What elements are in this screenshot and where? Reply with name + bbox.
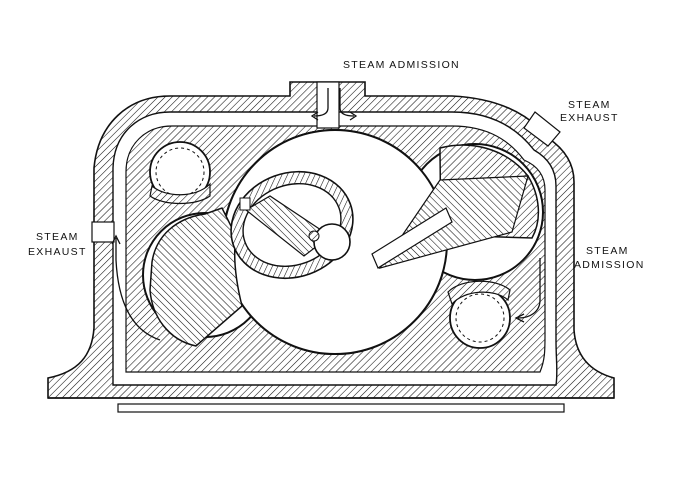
valve-bottom-right — [447, 280, 511, 349]
exhaust-port-right — [523, 111, 561, 147]
admission-arrow-left — [313, 88, 329, 117]
labels: STEAM ADMISSION STEAM EXHAUST STEAM EXHA… — [28, 59, 645, 271]
valve-top-left — [149, 141, 211, 205]
admission-arrow-right-side — [517, 258, 541, 319]
exhaust-port-left — [91, 221, 115, 243]
base-slot — [117, 403, 565, 413]
eccentric-ring — [230, 170, 354, 280]
label-steam-exhaust-right-1: STEAM — [568, 99, 611, 111]
label-steam-exhaust-right-2: EXHAUST — [560, 112, 619, 124]
label-steam-admission-right-1: STEAM — [586, 245, 629, 257]
left-piston — [149, 207, 243, 347]
crank-pin — [313, 223, 351, 261]
admission-arrow-right — [339, 88, 355, 117]
label-steam-admission-top: STEAM ADMISSION — [343, 59, 460, 71]
label-steam-admission-right-2: ADMISSION — [574, 259, 645, 271]
label-steam-exhaust-left-2: EXHAUST — [28, 246, 87, 258]
flow-arrows — [111, 88, 541, 341]
exhaust-arrow-left — [115, 238, 161, 341]
vane — [371, 207, 453, 269]
label-steam-exhaust-left-1: STEAM — [36, 231, 79, 243]
